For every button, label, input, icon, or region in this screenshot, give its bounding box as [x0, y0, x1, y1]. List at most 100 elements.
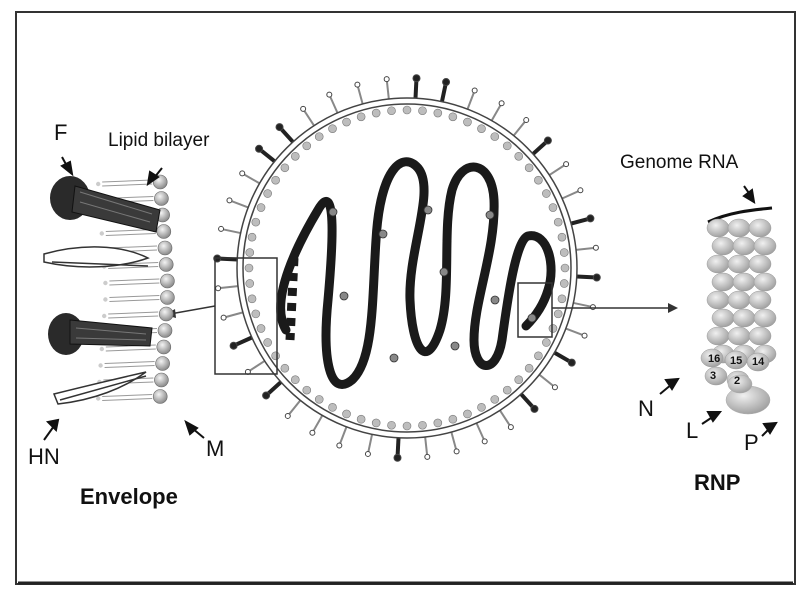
spike-head — [564, 162, 569, 167]
spike-head — [578, 188, 583, 193]
spike-head — [276, 124, 283, 131]
lipid-head-inner — [103, 281, 107, 285]
matrix-bead — [357, 415, 365, 423]
matrix-bead — [449, 113, 457, 121]
label-genome-rna: Genome RNA — [620, 152, 738, 174]
spike-head — [413, 75, 420, 82]
lipid-head — [154, 192, 168, 206]
matrix-bead — [418, 421, 426, 429]
lipid-head — [157, 225, 171, 239]
spike-head — [216, 286, 221, 291]
matrix-bead — [515, 376, 523, 384]
matrix-bead — [329, 403, 337, 411]
spike-head — [227, 198, 232, 203]
nucleoprotein-blob — [728, 219, 750, 237]
spike-head — [285, 413, 290, 418]
label-l: L — [686, 418, 698, 444]
matrix-bead — [491, 395, 499, 403]
nucleoprotein-blob — [707, 255, 729, 273]
nucleoprotein-blob — [749, 327, 771, 345]
spike-head — [587, 215, 594, 222]
lipid-head — [154, 373, 168, 387]
matrix-bead — [281, 164, 289, 172]
matrix-bead — [264, 190, 272, 198]
matrix-bead — [434, 419, 442, 427]
spike-head — [219, 226, 224, 231]
spike-head — [443, 79, 450, 86]
spike-head — [568, 359, 575, 366]
lipid-head — [160, 274, 174, 288]
matrix-bead — [291, 152, 299, 160]
matrix-bead — [463, 410, 471, 418]
matrix-bead — [264, 338, 272, 346]
nucleoprotein-blob — [707, 327, 729, 345]
matrix-bead — [560, 249, 568, 257]
matrix-bead — [525, 364, 533, 372]
lipid-head — [160, 291, 174, 305]
matrix-bead — [549, 324, 557, 332]
lipid-head-inner — [98, 363, 102, 367]
matrix-bead — [281, 364, 289, 372]
spike-head — [552, 385, 557, 390]
matrix-bead — [248, 295, 256, 303]
lipid-head-inner — [100, 347, 104, 351]
lipid-head — [158, 324, 172, 338]
label-m: M — [206, 436, 224, 462]
spike-head — [425, 454, 430, 459]
spike-head — [472, 88, 477, 93]
label-hn: HN — [28, 444, 60, 470]
matrix-bead — [248, 233, 256, 241]
matrix-bead — [534, 176, 542, 184]
matrix-bead — [534, 352, 542, 360]
lipid-head-inner — [102, 314, 106, 318]
label-lipid-bilayer: Lipid bilayer — [108, 130, 209, 152]
matrix-bead — [477, 403, 485, 411]
matrix-bead — [503, 142, 511, 150]
label-n: N — [638, 396, 654, 422]
matrix-bead — [257, 324, 265, 332]
label-p: P — [744, 430, 759, 456]
nucleoprotein-blob — [749, 219, 771, 237]
spike-head — [531, 405, 538, 412]
matrix-bead — [434, 109, 442, 117]
matrix-bead — [542, 338, 550, 346]
matrix-bead — [558, 295, 566, 303]
matrix-bead — [561, 264, 569, 272]
nucleoprotein-blob — [749, 255, 771, 273]
lipid-head-inner — [103, 297, 107, 301]
matrix-bead — [272, 176, 280, 184]
matrix-bead — [246, 279, 254, 287]
matrix-bead — [463, 118, 471, 126]
spike-head — [301, 106, 306, 111]
spike-head — [593, 274, 600, 281]
spike-head — [355, 82, 360, 87]
matrix-bead — [418, 107, 426, 115]
matrix-bead — [403, 422, 411, 430]
matrix-bead — [554, 218, 562, 226]
matrix-bead — [515, 152, 523, 160]
matrix-bead — [329, 125, 337, 133]
matrix-bead — [560, 279, 568, 287]
spike-head — [582, 333, 587, 338]
lipid-head — [156, 357, 170, 371]
matrix-bead — [449, 415, 457, 423]
lipid-head-inner — [96, 182, 100, 186]
matrix-bead — [403, 106, 411, 114]
matrix-bead — [525, 164, 533, 172]
lipid-head — [153, 390, 167, 404]
nucleoprotein-blob — [754, 309, 776, 327]
label-rnp: RNP — [694, 470, 740, 496]
spike-head — [508, 425, 513, 430]
nucleoprotein-blob — [712, 273, 734, 291]
spike-head — [384, 77, 389, 82]
spike-head — [327, 92, 332, 97]
matrix-bead — [272, 352, 280, 360]
matrix-bead — [554, 310, 562, 318]
matrix-bead — [388, 107, 396, 115]
matrix-bead — [477, 125, 485, 133]
matrix-bead — [291, 376, 299, 384]
lipid-head — [159, 307, 173, 321]
spike-head — [230, 342, 237, 349]
nucleoprotein-blob — [733, 273, 755, 291]
rnp-number-16: 16 — [708, 353, 720, 365]
